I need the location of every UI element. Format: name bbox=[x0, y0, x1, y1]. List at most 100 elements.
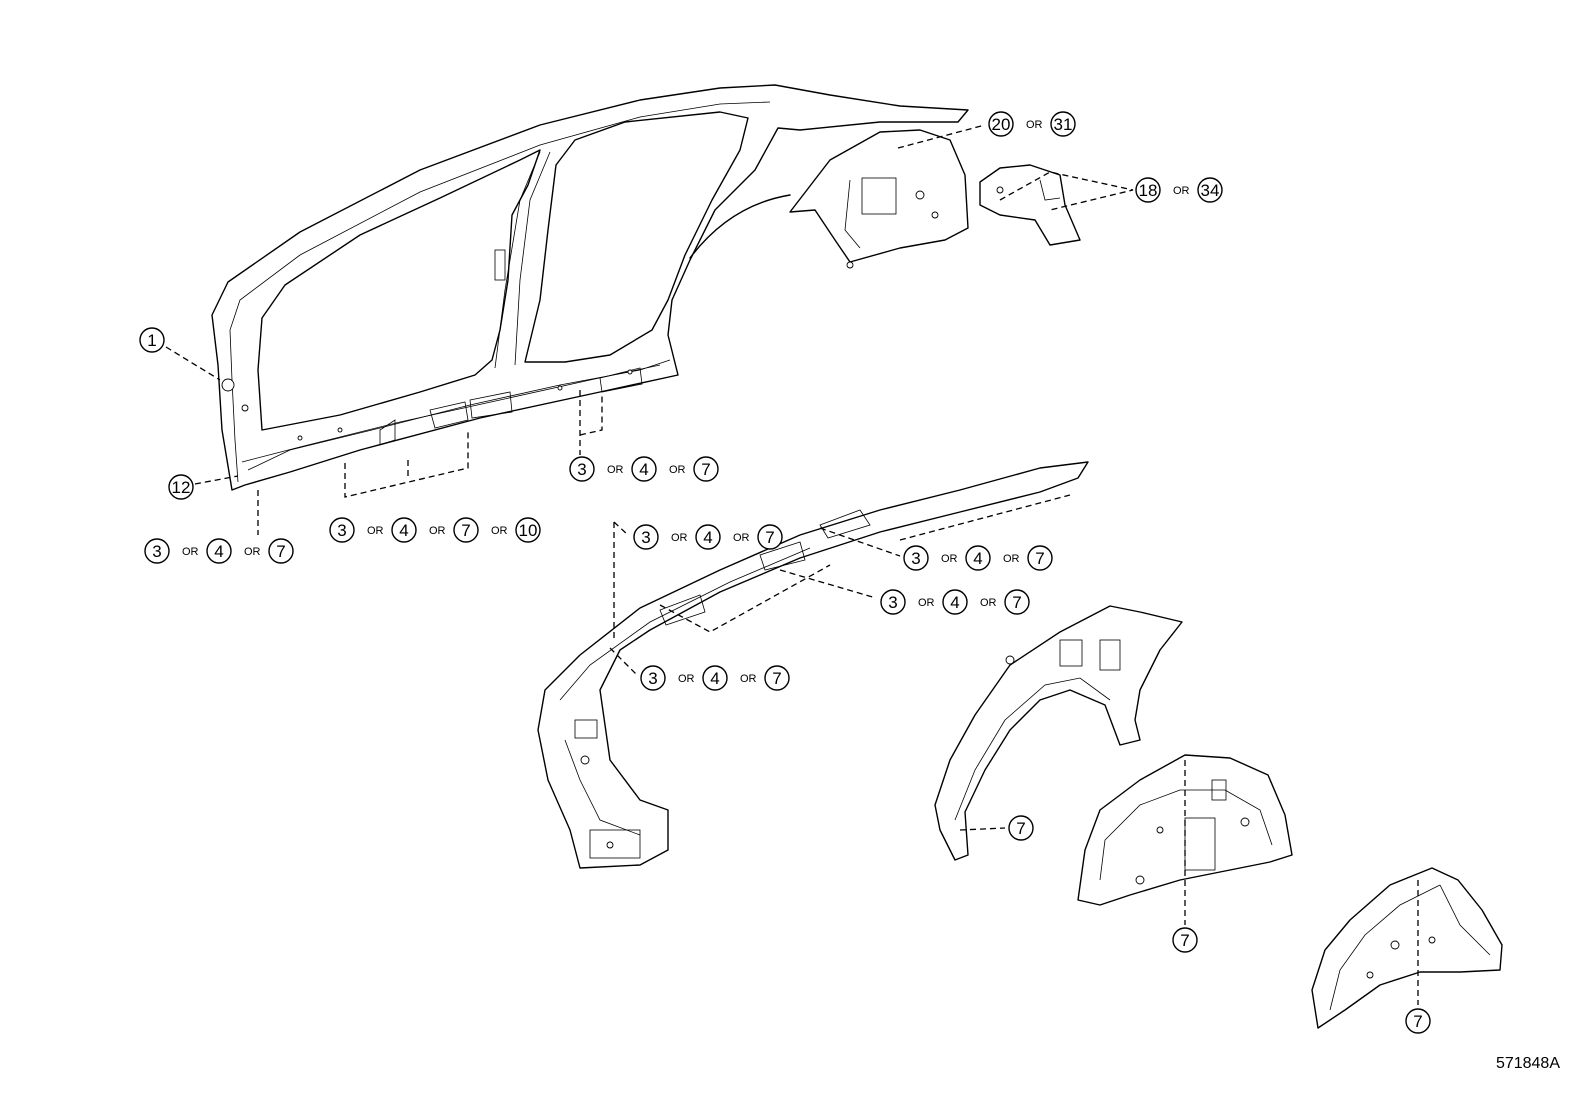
quarter-bracket-part bbox=[979, 164, 1081, 246]
ref-circle bbox=[329, 517, 355, 543]
ref-circle bbox=[1050, 111, 1076, 137]
ref-circle bbox=[702, 665, 728, 691]
callout-c-quarter: 20 OR 31 bbox=[988, 111, 1076, 137]
ref-circle bbox=[391, 517, 417, 543]
ref-circle bbox=[903, 545, 929, 571]
ref-number: 7 bbox=[701, 460, 710, 479]
ref-circle bbox=[764, 665, 790, 691]
ref-circle bbox=[988, 111, 1014, 137]
callout-c-wheelhouse-inner: 7 bbox=[1172, 927, 1198, 953]
or-separator: OR bbox=[367, 525, 384, 537]
ref-number: 4 bbox=[710, 669, 719, 688]
or-separator: OR bbox=[1026, 119, 1043, 131]
ref-circle bbox=[144, 538, 170, 564]
callout-c-rocker-rear: 3 OR 4 OR 7 bbox=[569, 456, 719, 482]
ref-circle bbox=[1008, 815, 1034, 841]
ref-number: 4 bbox=[950, 593, 959, 612]
ref-circle bbox=[633, 524, 659, 550]
ref-number: 4 bbox=[399, 521, 408, 540]
ref-number: 4 bbox=[703, 528, 712, 547]
ref-circle bbox=[965, 545, 991, 571]
ref-number: 12 bbox=[172, 478, 191, 497]
leader-lines bbox=[165, 124, 1419, 1005]
ref-number: 3 bbox=[152, 542, 161, 561]
ref-circle bbox=[1405, 1008, 1431, 1034]
wheelhouse-extension-part bbox=[1311, 867, 1503, 1029]
or-separator: OR bbox=[671, 532, 688, 544]
ref-circle bbox=[569, 456, 595, 482]
ref-circle bbox=[1135, 177, 1161, 203]
ref-number: 3 bbox=[337, 521, 346, 540]
ref-number: 7 bbox=[276, 542, 285, 561]
ref-circle bbox=[880, 589, 906, 615]
ref-circle bbox=[631, 456, 657, 482]
ref-circle bbox=[515, 517, 541, 543]
ref-number: 7 bbox=[1413, 1012, 1422, 1031]
ref-circle bbox=[268, 538, 294, 564]
body-side-inner-panel bbox=[537, 461, 1089, 869]
callout-c-bracket: 18 OR 34 bbox=[1135, 177, 1223, 203]
ref-number: 34 bbox=[1201, 181, 1220, 200]
wheelhouse-outer-part bbox=[934, 605, 1183, 861]
ref-number: 3 bbox=[888, 593, 897, 612]
diagram-code: 571848A bbox=[1496, 1055, 1560, 1072]
ref-number: 4 bbox=[973, 549, 982, 568]
ref-circle bbox=[1004, 589, 1030, 615]
ref-circle bbox=[139, 327, 165, 353]
callout-c-wheelhouse-ext: 7 bbox=[1405, 1008, 1431, 1034]
callout-c-inner-c: 3 OR 4 OR 7 bbox=[880, 589, 1030, 615]
ref-number: 7 bbox=[461, 521, 470, 540]
ref-number: 20 bbox=[992, 115, 1011, 134]
callout-c-rocker-front: 3 OR 4 OR 7 bbox=[144, 538, 294, 564]
ref-circle bbox=[453, 517, 479, 543]
or-separator: OR bbox=[941, 553, 958, 565]
ref-number: 7 bbox=[1035, 549, 1044, 568]
callout-c-rocker-mid: 3 OR 4 OR 7 OR 10 bbox=[329, 517, 541, 543]
ref-number: 7 bbox=[1012, 593, 1021, 612]
ref-number: 4 bbox=[214, 542, 223, 561]
ref-number: 18 bbox=[1139, 181, 1158, 200]
ref-number: 3 bbox=[648, 669, 657, 688]
ref-number: 7 bbox=[765, 528, 774, 547]
ref-circle bbox=[695, 524, 721, 550]
ref-number: 31 bbox=[1054, 115, 1073, 134]
ref-number: 1 bbox=[147, 331, 156, 350]
or-separator: OR bbox=[733, 532, 750, 544]
ref-number: 7 bbox=[1016, 819, 1025, 838]
ref-number: 4 bbox=[639, 460, 648, 479]
callout-c12: 12 bbox=[168, 474, 194, 500]
body-side-outer-panel bbox=[211, 84, 969, 491]
or-separator: OR bbox=[429, 525, 446, 537]
or-separator: OR bbox=[918, 597, 935, 609]
wheelhouse-inner-part bbox=[1077, 754, 1293, 906]
or-separator: OR bbox=[740, 673, 757, 685]
ref-number: 3 bbox=[577, 460, 586, 479]
ref-number: 3 bbox=[911, 549, 920, 568]
or-separator: OR bbox=[1173, 185, 1190, 197]
or-separator: OR bbox=[244, 546, 261, 558]
ref-circle bbox=[693, 456, 719, 482]
or-separator: OR bbox=[491, 525, 508, 537]
ref-number: 7 bbox=[772, 669, 781, 688]
or-separator: OR bbox=[607, 464, 624, 476]
ref-circle bbox=[1027, 545, 1053, 571]
callout-c1: 1 bbox=[139, 327, 165, 353]
or-separator: OR bbox=[669, 464, 686, 476]
ref-circle bbox=[1197, 177, 1223, 203]
callout-c-wheelhouse-outer: 7 bbox=[1008, 815, 1034, 841]
ref-circle bbox=[206, 538, 232, 564]
or-separator: OR bbox=[182, 546, 199, 558]
ref-number: 10 bbox=[519, 521, 538, 540]
ref-circle bbox=[942, 589, 968, 615]
ref-circle bbox=[640, 665, 666, 691]
or-separator: OR bbox=[678, 673, 695, 685]
or-separator: OR bbox=[980, 597, 997, 609]
quarter-inner-panel bbox=[789, 129, 969, 269]
ref-circle bbox=[168, 474, 194, 500]
ref-number: 7 bbox=[1180, 931, 1189, 950]
